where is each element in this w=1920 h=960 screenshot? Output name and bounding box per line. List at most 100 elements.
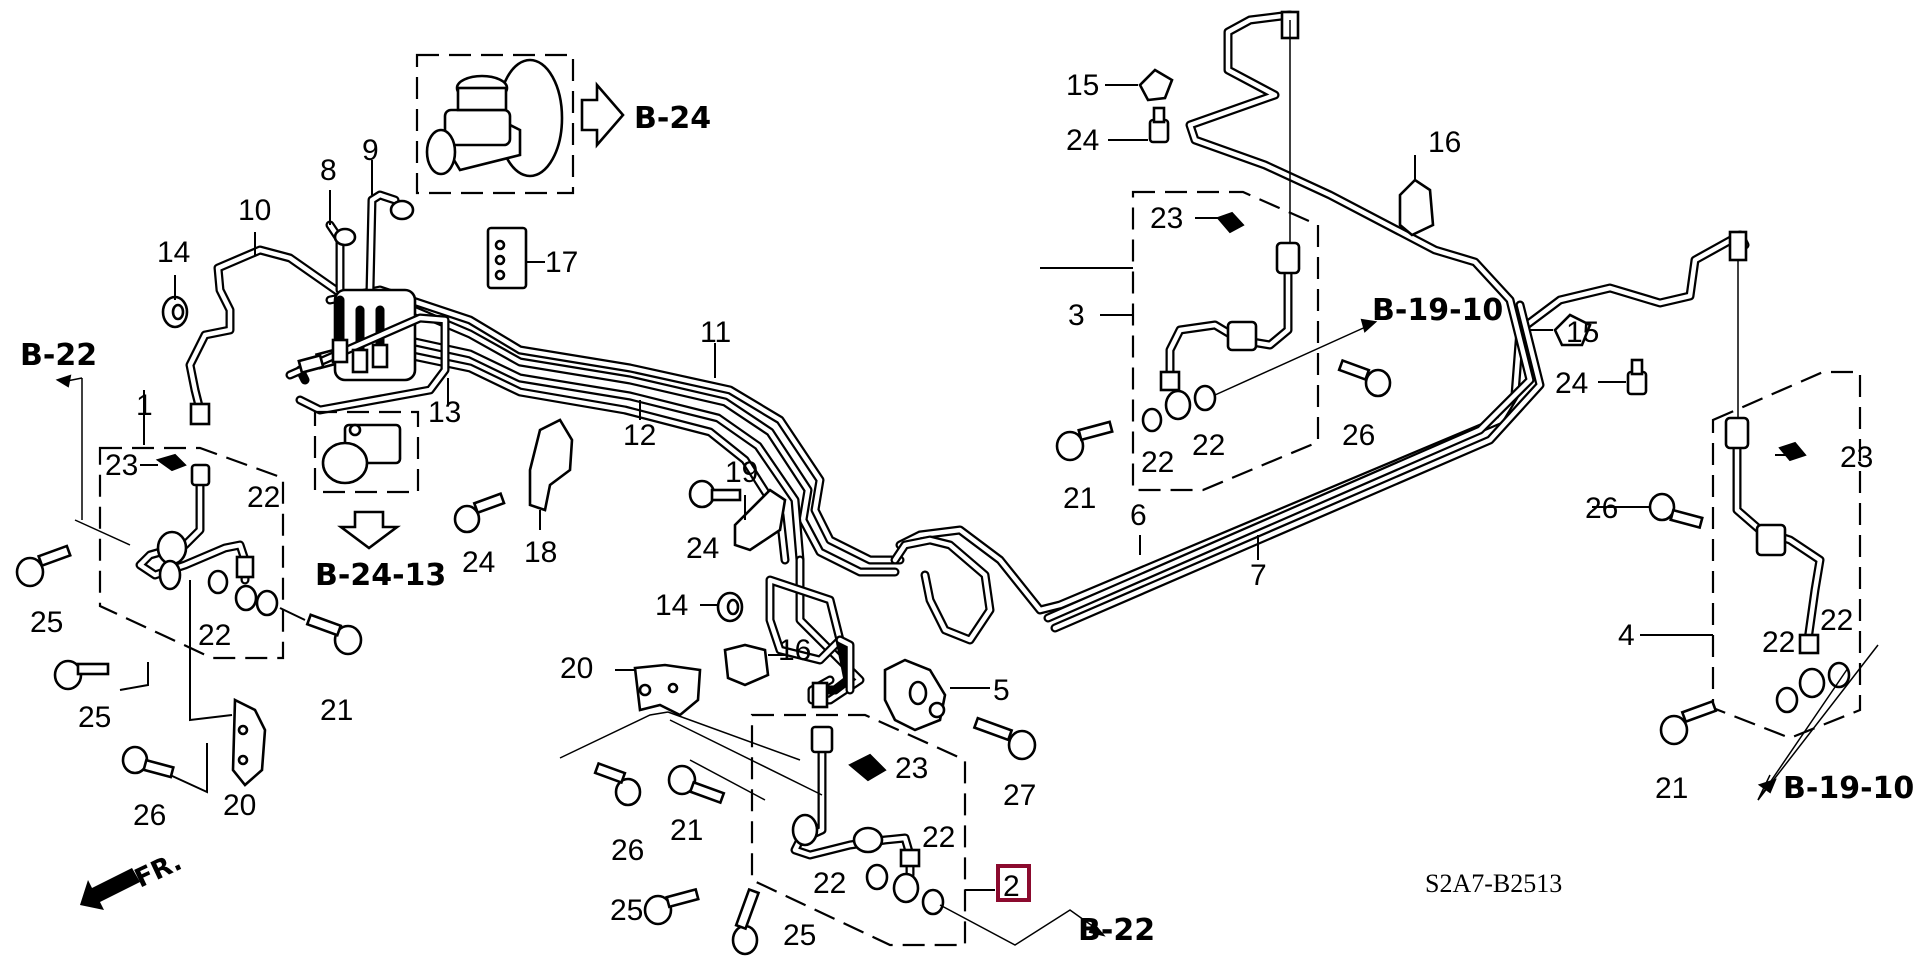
- part-15-clip-right[interactable]: [1553, 313, 1592, 347]
- callout-9[interactable]: 9: [362, 134, 379, 167]
- part-16-clip-top[interactable]: [1398, 178, 1435, 237]
- bracket-20-left[interactable]: [119, 580, 267, 794]
- front-arrow-icon: [80, 868, 140, 910]
- reference-b19-10-top[interactable]: B-19-10: [1372, 293, 1503, 328]
- callout-19[interactable]: 19: [725, 456, 758, 489]
- callout-20-center[interactable]: 20: [560, 652, 593, 685]
- reference-b24[interactable]: B-24: [634, 101, 711, 136]
- front-label: FR.: [130, 847, 186, 895]
- callout-22-c[interactable]: 22: [813, 867, 846, 900]
- bolt-25-c: [643, 887, 700, 926]
- callout-22-d[interactable]: 22: [922, 821, 955, 854]
- callout-22-g[interactable]: 22: [1762, 626, 1795, 659]
- bolt-25-a: [15, 544, 72, 588]
- callout-26-top-right[interactable]: 26: [1342, 419, 1375, 452]
- callout-11[interactable]: 11: [700, 316, 731, 349]
- reference-b22-left[interactable]: B-22: [20, 338, 97, 373]
- callout-22-e[interactable]: 22: [1141, 446, 1174, 479]
- bracket-20-center[interactable]: [559, 663, 801, 761]
- callout-27[interactable]: 27: [1003, 779, 1036, 812]
- part-5-joint-block[interactable]: [883, 658, 947, 732]
- callout-5[interactable]: 5: [993, 674, 1010, 707]
- pipe-6-7[interactable]: [895, 10, 1750, 633]
- callout-10[interactable]: 10: [238, 194, 271, 227]
- pipe-fitting-right: [1728, 230, 1748, 262]
- callout-3[interactable]: 3: [1068, 299, 1085, 332]
- callout-7[interactable]: 7: [1250, 559, 1267, 592]
- callout-1[interactable]: 1: [136, 389, 153, 422]
- callout-12[interactable]: 12: [623, 419, 656, 452]
- callout-21-top-right[interactable]: 21: [1063, 482, 1096, 515]
- bolt-21-right: [1659, 699, 1718, 746]
- callout-22-b[interactable]: 22: [198, 619, 231, 652]
- callout-22-f[interactable]: 22: [1192, 429, 1225, 462]
- arrowhead-icon: [55, 374, 72, 388]
- callout-15-top[interactable]: 15: [1066, 69, 1099, 102]
- callout-23-top-right[interactable]: 23: [1150, 202, 1183, 235]
- pipe-fitting-center: [811, 681, 829, 709]
- front-direction-indicator: FR.: [80, 847, 187, 910]
- reference-b24-13[interactable]: B-24-13: [315, 558, 446, 593]
- callout-14-left[interactable]: 14: [157, 236, 190, 269]
- callout-14-center[interactable]: 14: [655, 589, 688, 622]
- part-16-clip-center[interactable]: [723, 643, 770, 687]
- callout-18[interactable]: 18: [524, 536, 557, 569]
- hose-assembly-1[interactable]: [74, 378, 306, 660]
- callout-20-left[interactable]: 20: [223, 789, 256, 822]
- reference-b22-bottom[interactable]: B-22: [1078, 913, 1155, 948]
- callout-16-top[interactable]: 16: [1428, 126, 1461, 159]
- callout-6[interactable]: 6: [1130, 499, 1147, 532]
- callout-23-left[interactable]: 23: [105, 449, 138, 482]
- callout-21-right[interactable]: 21: [1655, 772, 1688, 805]
- callout-15-right[interactable]: 15: [1566, 316, 1599, 349]
- callout-25-a[interactable]: 25: [30, 606, 63, 639]
- hose-assembly-3[interactable]: [1100, 20, 1378, 492]
- bolt-26-right: [1648, 492, 1704, 530]
- bolt-26-left: [121, 745, 175, 779]
- callout-16-center[interactable]: 16: [778, 634, 811, 667]
- hose-assembly-4[interactable]: [1680, 260, 1879, 801]
- callout-26-right[interactable]: 26: [1585, 492, 1618, 525]
- callout-17[interactable]: 17: [545, 246, 578, 279]
- bolt-24-right: [1626, 358, 1648, 396]
- part-15-clip-top[interactable]: [1138, 68, 1174, 102]
- callout-24-abs[interactable]: 24: [462, 546, 495, 579]
- callout-8[interactable]: 8: [320, 154, 337, 187]
- callout-21-center[interactable]: 21: [670, 814, 703, 847]
- callout-22-a[interactable]: 22: [247, 481, 280, 514]
- callout-26-left[interactable]: 26: [133, 799, 166, 832]
- callout-23-center[interactable]: 23: [895, 752, 928, 785]
- master-cylinder-group[interactable]: B-24: [415, 53, 711, 195]
- callout-13[interactable]: 13: [428, 396, 461, 429]
- bolt-25-d: [731, 887, 761, 956]
- reference-b19-10-right[interactable]: B-19-10: [1783, 771, 1914, 806]
- part-14-grommet-left[interactable]: [161, 295, 189, 329]
- pipe-13-junction[interactable]: [285, 288, 450, 415]
- callout-25-b[interactable]: 25: [78, 701, 111, 734]
- part-18-bracket[interactable]: [528, 418, 574, 512]
- callout-25-c[interactable]: 25: [610, 894, 643, 927]
- pipe-loop-center[interactable]: [765, 535, 995, 705]
- callout-26-center[interactable]: 26: [611, 834, 644, 867]
- hose-assembly-2[interactable]: [669, 713, 1106, 947]
- callout-21-left[interactable]: 21: [320, 694, 353, 727]
- callout-4[interactable]: 4: [1618, 619, 1635, 652]
- bolt-24-top: [1148, 106, 1170, 144]
- part-17-connector[interactable]: [486, 226, 528, 290]
- pipe-10[interactable]: [185, 245, 355, 426]
- callout-25-d[interactable]: 25: [783, 919, 816, 952]
- callout-24-center[interactable]: 24: [686, 532, 719, 565]
- pipe-bundle-11-12[interactable]: [325, 285, 905, 577]
- callout-24-right[interactable]: 24: [1555, 367, 1588, 400]
- abs-modulator-group[interactable]: B-24-13: [313, 410, 446, 593]
- part-14-grommet-center[interactable]: [716, 591, 744, 623]
- callout-24-top[interactable]: 24: [1066, 124, 1099, 157]
- callout-22-h[interactable]: 22: [1820, 604, 1853, 637]
- callout-2[interactable]: 2: [1003, 870, 1020, 903]
- bolts[interactable]: [15, 106, 1718, 956]
- callout-23-right[interactable]: 23: [1840, 441, 1873, 474]
- bolt-26-top-right: [1337, 358, 1392, 398]
- part-19-bracket[interactable]: [733, 488, 787, 552]
- highlight-box-part-2[interactable]: [996, 864, 1031, 902]
